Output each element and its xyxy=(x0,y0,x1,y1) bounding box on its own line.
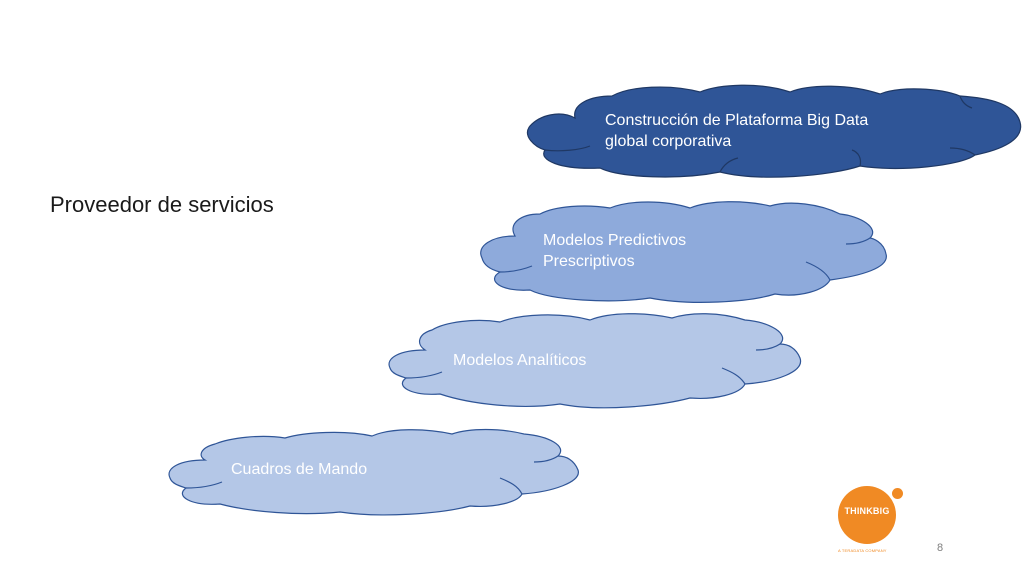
cloud-label-plataforma: Construcción de Plataforma Big Data glob… xyxy=(605,110,868,152)
cloud-label-line: Modelos Predictivos xyxy=(543,232,687,249)
cloud-label-cuadros: Cuadros de Mando xyxy=(231,459,367,480)
logo-wordmark: THINKBIG xyxy=(844,506,890,516)
thinkbig-logo: THINKBIG A TERADATA COMPANY xyxy=(834,486,906,556)
cloud-label-line: global corporativa xyxy=(605,133,732,150)
cloud-modelos-analiticos xyxy=(388,313,802,409)
cloud-label-predictivos: Modelos Predictivos Prescriptivos xyxy=(543,230,686,272)
cloud-cuadros-de-mando xyxy=(168,428,579,516)
slide-title: Proveedor de servicios xyxy=(50,192,274,217)
cloud-label-line: Prescriptivos xyxy=(543,253,635,270)
logo-circle xyxy=(838,486,896,544)
page-number: 8 xyxy=(937,542,944,554)
cloud-label-line: Modelos Analíticos xyxy=(453,352,587,369)
logo-tagline: A TERADATA COMPANY xyxy=(838,548,887,553)
cloud-label-line: Construcción de Plataforma Big Data xyxy=(605,112,869,129)
logo-dot xyxy=(892,488,903,499)
cloud-plataforma-big-data xyxy=(526,84,1022,178)
cloud-modelos-predictivos xyxy=(480,201,887,303)
cloud-label-analiticos: Modelos Analíticos xyxy=(453,350,586,371)
cloud-label-line: Cuadros de Mando xyxy=(231,461,368,478)
